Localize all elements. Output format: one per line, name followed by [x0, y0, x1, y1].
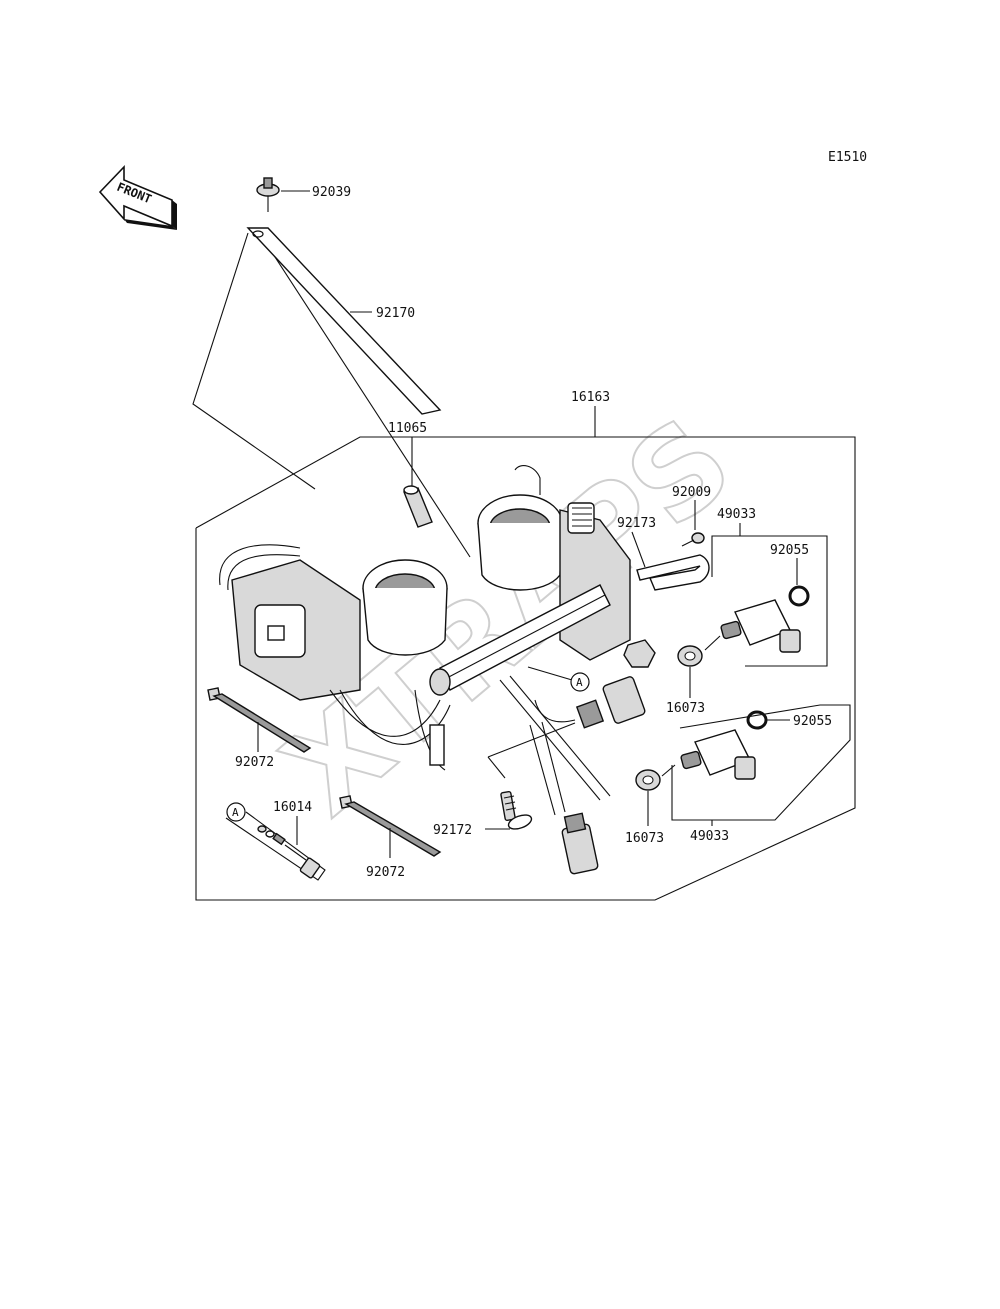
label-16163: 16163	[571, 390, 610, 405]
strap-92170	[246, 227, 442, 415]
label-92173: 92173	[617, 516, 656, 531]
label-11065: 11065	[388, 421, 427, 436]
injector-49033-bot	[680, 729, 756, 780]
oring-92055-bot	[746, 710, 768, 730]
throttle-body-assembly	[219, 465, 656, 875]
front-arrow-icon: FRONT	[98, 165, 177, 230]
clamp-92173	[636, 554, 710, 591]
ref-a-body-text: A	[576, 676, 583, 689]
ref-a-16014: A	[225, 802, 326, 881]
label-92055-top: 92055	[770, 543, 809, 558]
label-92055-bot: 92055	[793, 714, 832, 729]
diagram-code: E1510	[828, 150, 867, 165]
label-92170: 92170	[376, 306, 415, 321]
bolt-92039	[256, 177, 280, 212]
label-16073-top: 16073	[666, 701, 705, 716]
label-16073-bot: 16073	[625, 831, 664, 846]
label-92172: 92172	[433, 823, 472, 838]
screw-92009	[681, 532, 705, 547]
label-92072-mid: 92072	[366, 865, 405, 880]
injector-group-bot-frame	[671, 704, 851, 821]
screw-16014	[257, 825, 321, 879]
label-49033-bot: 49033	[690, 829, 729, 844]
cable-tie-92072-left	[207, 687, 312, 753]
label-92072-left: 92072	[235, 755, 274, 770]
bolt-92172	[500, 790, 533, 830]
label-92009: 92009	[672, 485, 711, 500]
injector-49033-top	[720, 599, 801, 653]
label-92039: 92039	[312, 185, 351, 200]
cable-tie-92072-mid	[339, 795, 442, 857]
label-16014: 16014	[273, 800, 312, 815]
part-11065	[403, 485, 433, 528]
assembly-boundary	[195, 436, 856, 901]
ref-a-body: A	[527, 666, 590, 692]
injector-group-top-frame	[711, 535, 828, 667]
ref-a-16014-text: A	[232, 806, 239, 819]
label-49033-top: 49033	[717, 507, 756, 522]
oring-92055-top	[788, 585, 810, 607]
